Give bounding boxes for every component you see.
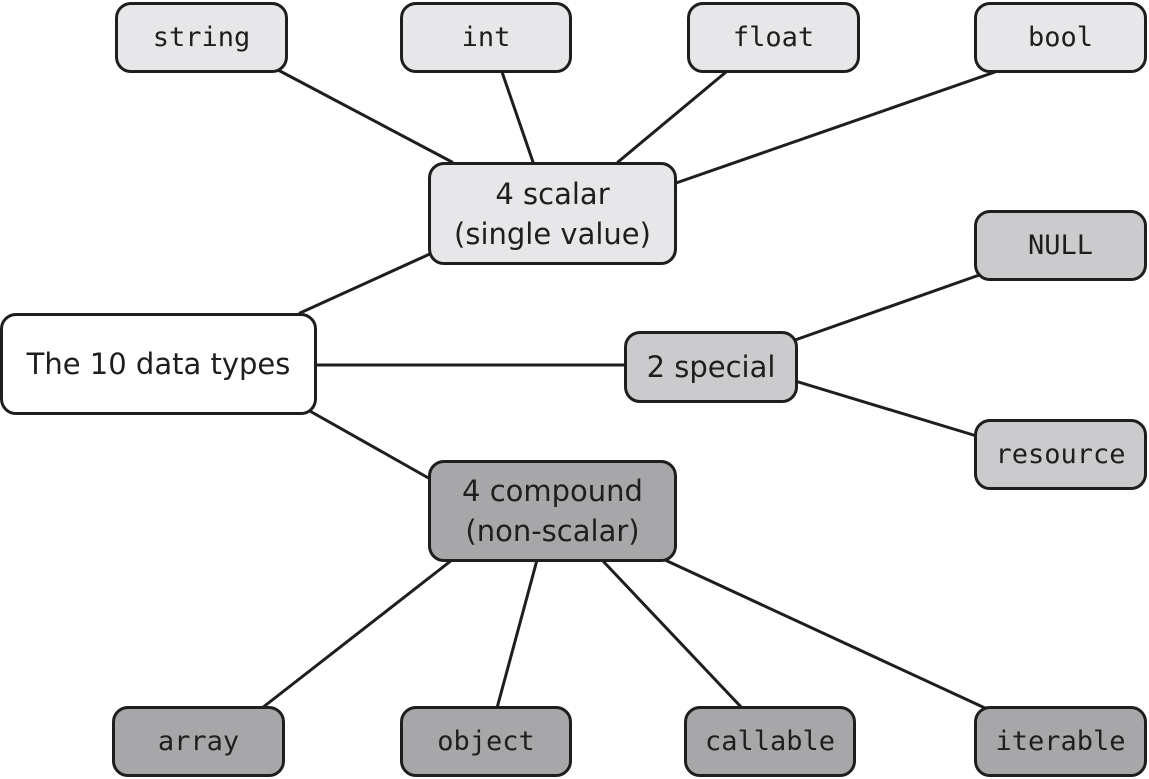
- link-compound-object: [495, 558, 539, 710]
- root-node: The 10 data types: [0, 313, 317, 415]
- type-label-null: NULL: [1027, 230, 1094, 261]
- type-label-array: array: [157, 726, 240, 757]
- compound-group-title: 4 compound: [462, 474, 643, 508]
- type-node-array: array: [112, 706, 285, 777]
- link-root-scalar: [298, 251, 434, 315]
- scalar-group-node: 4 scalar (single value): [428, 162, 677, 265]
- special-group-node: 2 special: [624, 331, 798, 403]
- type-label-bool: bool: [1027, 22, 1094, 53]
- link-compound-array: [260, 558, 454, 710]
- type-node-int: int: [400, 2, 572, 73]
- type-label-resource: resource: [995, 439, 1126, 470]
- link-special-null: [793, 271, 987, 342]
- type-node-resource: resource: [974, 419, 1147, 490]
- type-label-callable: callable: [704, 726, 836, 757]
- root-label: The 10 data types: [26, 347, 291, 381]
- link-root-compound: [306, 408, 434, 482]
- type-label-string: string: [152, 22, 251, 53]
- special-group-title: 2 special: [646, 350, 776, 384]
- link-compound-iterable: [663, 558, 987, 710]
- compound-group-subtitle: (non-scalar): [465, 514, 640, 548]
- link-compound-callable: [600, 558, 744, 710]
- type-node-string: string: [115, 2, 288, 73]
- type-label-int: int: [461, 22, 511, 53]
- type-node-null: NULL: [974, 210, 1147, 281]
- link-scalar-string: [276, 68, 454, 164]
- link-special-resource: [793, 379, 982, 439]
- link-scalar-int: [500, 70, 535, 164]
- type-label-float: float: [732, 22, 815, 53]
- type-node-bool: bool: [974, 2, 1147, 73]
- compound-group-node: 4 compound (non-scalar): [428, 460, 677, 562]
- type-label-iterable: iterable: [995, 726, 1126, 757]
- type-node-float: float: [687, 2, 860, 73]
- type-node-iterable: iterable: [974, 706, 1147, 777]
- scalar-group-title: 4 scalar: [495, 176, 610, 211]
- link-scalar-float: [616, 70, 728, 164]
- type-node-callable: callable: [684, 706, 856, 777]
- scalar-group-subtitle: (single value): [454, 216, 651, 251]
- type-node-object: object: [400, 706, 572, 777]
- type-label-object: object: [437, 726, 535, 757]
- link-scalar-bool: [674, 70, 997, 185]
